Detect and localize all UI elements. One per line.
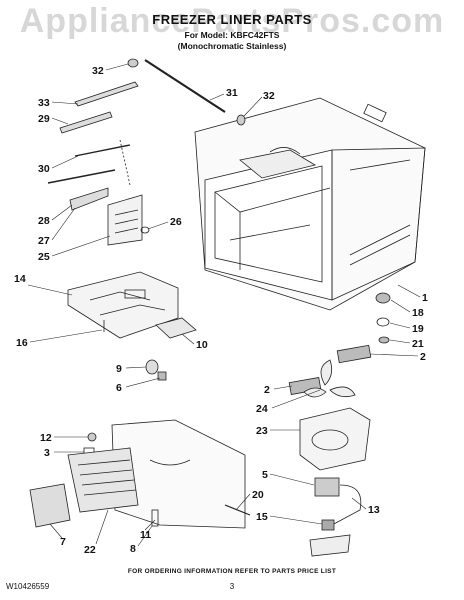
- callout-14: 14: [14, 273, 26, 285]
- document-id: W10426559: [6, 582, 50, 591]
- callout-1: 1: [422, 292, 428, 304]
- light-socket: [145, 359, 167, 381]
- callout-16: 16: [16, 337, 28, 349]
- callout-33: 33: [38, 97, 50, 109]
- callout-15: 15: [256, 511, 268, 523]
- callout-18: 18: [412, 307, 424, 319]
- leader-lines: [27, 63, 421, 547]
- callout-12: 12: [40, 432, 52, 444]
- callout-29: 29: [38, 113, 50, 125]
- upper-rails: [47, 58, 246, 246]
- model-line: For Model: KBFC42FTS: [184, 30, 280, 40]
- callout-20: 20: [252, 489, 264, 501]
- callout-10: 10: [196, 339, 208, 351]
- fan-motor-assembly: [288, 344, 372, 557]
- watermark: AppliancePartsPros.com: [19, 2, 445, 40]
- callout-21: 21: [412, 338, 424, 350]
- callout-32b: 32: [263, 90, 275, 102]
- callout-2a: 2: [420, 351, 426, 363]
- callout-7: 7: [60, 536, 66, 548]
- callout-6: 6: [116, 382, 122, 394]
- callout-8: 8: [130, 543, 136, 555]
- air-tower-assembly: [67, 271, 197, 339]
- callout-31: 31: [226, 87, 238, 99]
- page-title: FREEZER LINER PARTS: [152, 12, 312, 27]
- callout-27: 27: [38, 235, 50, 247]
- callout-labels: 32 31 32 33 29 30 28 27 26 25 14 16 10 9…: [14, 65, 428, 556]
- callout-30: 30: [38, 163, 50, 175]
- callout-24: 24: [256, 403, 268, 415]
- callout-5: 5: [262, 469, 268, 481]
- drain-parts: [375, 292, 391, 344]
- freezer-liner: [194, 97, 426, 311]
- variant-line: (Monochromatic Stainless): [177, 41, 287, 51]
- callout-28: 28: [38, 215, 50, 227]
- callout-25: 25: [38, 251, 50, 263]
- callout-2b: 2: [264, 384, 270, 396]
- callout-26: 26: [170, 216, 182, 228]
- page-number: 3: [229, 582, 235, 591]
- rear-panel: [29, 419, 251, 529]
- ordering-note: FOR ORDERING INFORMATION REFER TO PARTS …: [127, 568, 337, 575]
- callout-11: 11: [140, 529, 151, 541]
- callout-32a: 32: [92, 65, 104, 77]
- callout-9: 9: [116, 363, 122, 375]
- callout-22: 22: [84, 544, 96, 556]
- callout-3: 3: [44, 447, 50, 459]
- callout-23: 23: [256, 425, 268, 437]
- callout-19: 19: [412, 323, 424, 335]
- callout-13: 13: [368, 504, 380, 516]
